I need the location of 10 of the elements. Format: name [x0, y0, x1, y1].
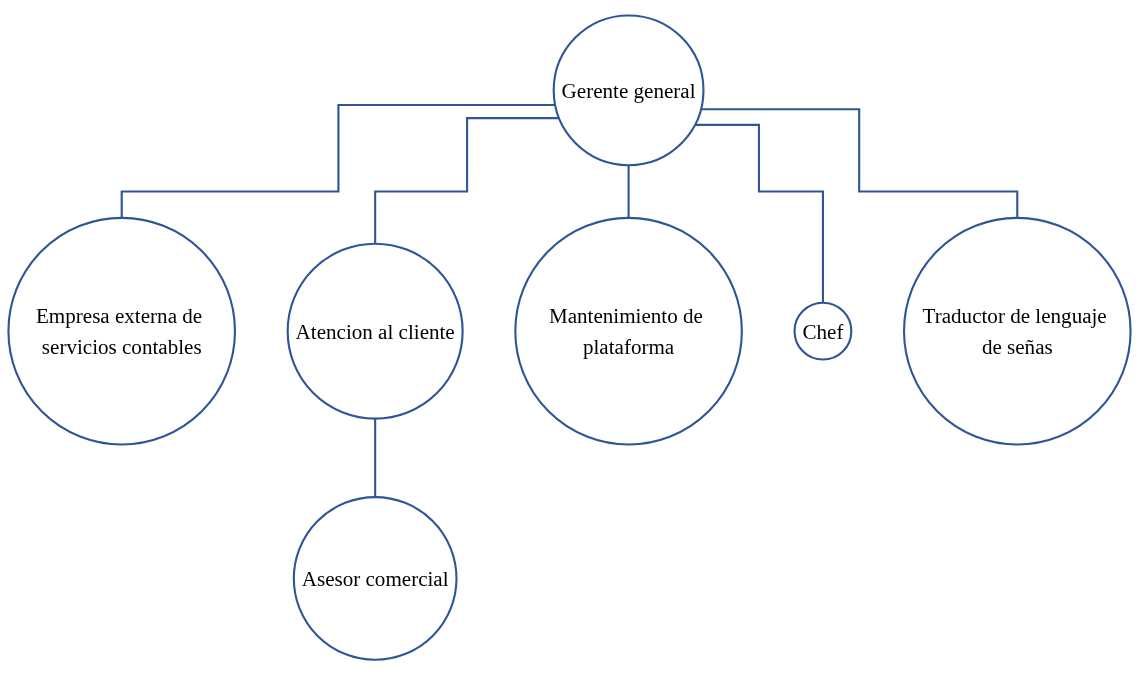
node-circle: Asesor comercial — [292, 495, 458, 661]
node-circle: Atencion al cliente — [286, 242, 464, 420]
node-circle: Mantenimiento de plataforma — [514, 216, 743, 446]
connector — [627, 164, 630, 219]
node-circle: Traductor de lenguaje de señas — [902, 216, 1132, 446]
node-circle: Empresa externa de servicios contables — [7, 216, 237, 446]
node-circle: Chef — [793, 301, 853, 361]
connector — [701, 108, 1019, 219]
connector — [120, 103, 556, 219]
node-circle: Gerente general — [552, 14, 705, 167]
